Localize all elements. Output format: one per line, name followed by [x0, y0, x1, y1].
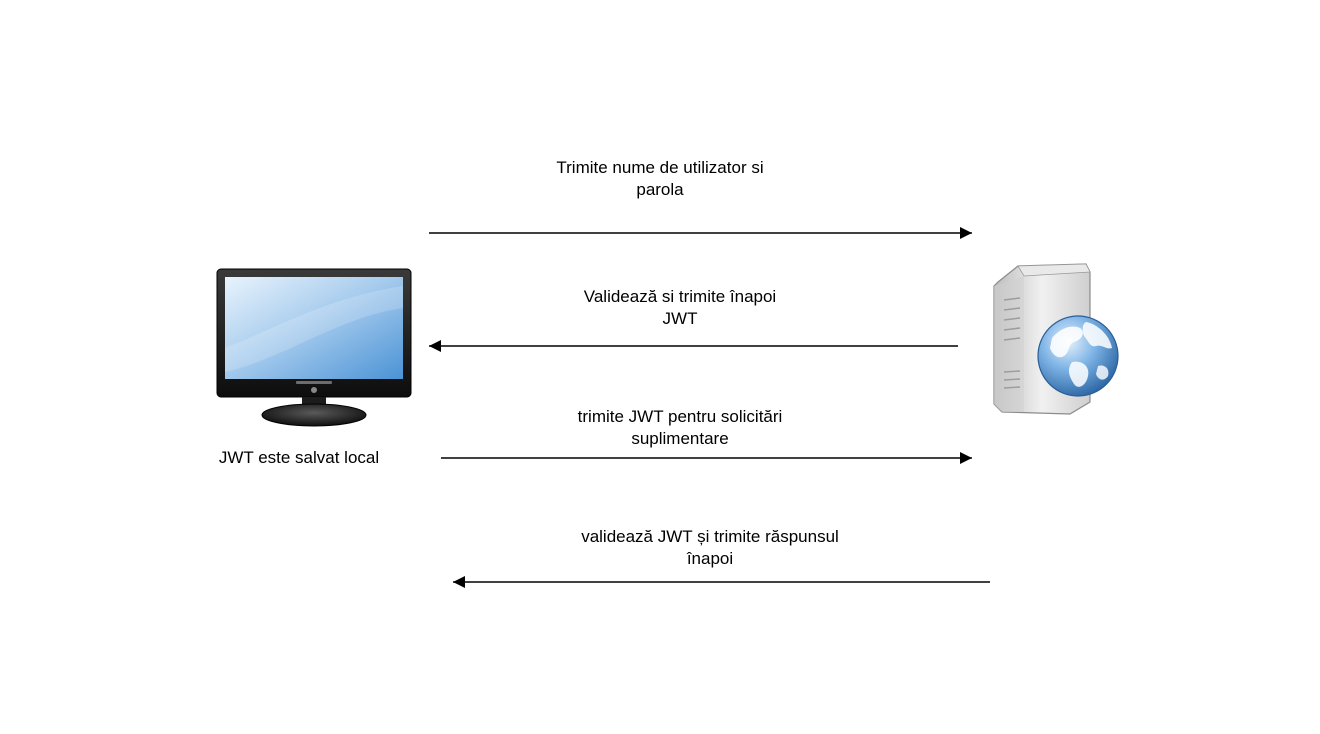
message-label-credentials: Trimite nume de utilizator si parola [556, 158, 764, 199]
desktop-monitor-icon [216, 268, 412, 427]
message-label-send-jwt: trimite JWT pentru solicitări suplimenta… [577, 407, 783, 448]
client-caption: JWT este salvat local [218, 448, 380, 467]
message-label-validate-jwt: Validează si trimite înapoi JWT [583, 287, 777, 328]
web-server-icon [993, 263, 1119, 415]
message-label-response: validează JWT și trimite răspunsul înapo… [581, 527, 839, 568]
